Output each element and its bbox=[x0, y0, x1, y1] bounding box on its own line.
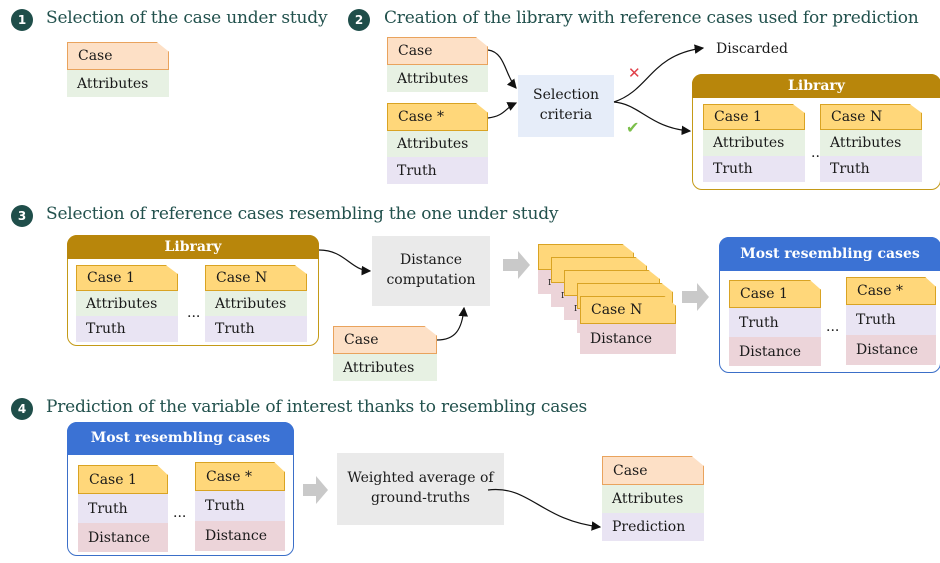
discarded-label: Discarded bbox=[716, 41, 788, 57]
library-header: Library bbox=[67, 235, 319, 259]
arrow-casestar-to-criteria bbox=[487, 102, 518, 119]
step-1-badge: 1 bbox=[11, 9, 33, 31]
selection-criteria-box: Selection criteria bbox=[518, 75, 614, 137]
cross-icon: ✕ bbox=[628, 64, 641, 82]
attributes-cell: Attributes bbox=[67, 70, 169, 97]
ellipsis: ... bbox=[173, 505, 187, 521]
case-1-tab: Case 1 bbox=[78, 465, 168, 494]
case-n-tab: Case N bbox=[580, 296, 676, 324]
case-n-tab: Case N bbox=[820, 104, 922, 130]
ellipsis: ... bbox=[826, 319, 840, 335]
step-4-badge: 4 bbox=[11, 398, 33, 420]
truth-cell: Truth bbox=[78, 494, 168, 523]
library-header: Library bbox=[692, 74, 940, 98]
step-1-title: Selection of the case under study bbox=[46, 8, 328, 28]
library-frame: Library bbox=[67, 235, 319, 346]
distance-cell: Distance bbox=[729, 337, 821, 366]
attributes-cell: Attributes bbox=[76, 291, 178, 316]
truth-cell: Truth bbox=[846, 305, 936, 335]
case-1-tab: Case 1 bbox=[729, 280, 821, 308]
most-resembling-frame: Most resembling cases bbox=[719, 237, 940, 373]
most-resembling-frame: Most resembling cases bbox=[67, 422, 294, 556]
truth-cell: Truth bbox=[205, 316, 307, 342]
case-tab: Case bbox=[67, 42, 169, 70]
arrow-to-discarded bbox=[613, 44, 705, 103]
distance-cell: Distance bbox=[846, 335, 936, 365]
case-tab: Case bbox=[602, 456, 704, 485]
arrow-average-to-prediction bbox=[487, 488, 602, 531]
step-2-badge: 2 bbox=[348, 9, 370, 31]
attributes-cell: Attributes bbox=[333, 354, 437, 381]
attributes-cell: Attributes bbox=[205, 291, 307, 316]
case-1-tab: Case 1 bbox=[76, 265, 178, 291]
distance-cell: Distance bbox=[195, 521, 285, 551]
case-star-tab: Case * bbox=[195, 462, 285, 491]
weighted-average-box: Weighted average of ground-truths bbox=[337, 453, 504, 525]
truth-cell: Truth bbox=[729, 308, 821, 337]
most-resembling-header: Most resembling cases bbox=[719, 237, 940, 271]
most-resembling-header: Most resembling cases bbox=[67, 422, 294, 455]
truth-cell: Truth bbox=[195, 491, 285, 521]
truth-cell: Truth bbox=[387, 157, 488, 184]
distance-cell: Distance bbox=[78, 523, 168, 552]
case-1-tab: Case 1 bbox=[703, 104, 805, 130]
check-icon: ✔ bbox=[626, 118, 640, 137]
ellipsis: ... bbox=[187, 305, 201, 321]
attributes-cell: Attributes bbox=[602, 485, 704, 513]
prediction-cell: Prediction bbox=[602, 513, 704, 541]
case-n-tab: Case N bbox=[205, 265, 307, 291]
step-4-title: Prediction of the variable of interest t… bbox=[46, 397, 588, 417]
attributes-cell: Attributes bbox=[820, 130, 922, 156]
arrow-to-library bbox=[613, 101, 692, 136]
attributes-cell: Attributes bbox=[703, 130, 805, 156]
distance-computation-box: Distance computation bbox=[372, 236, 490, 306]
arrow-library-to-distance bbox=[318, 249, 372, 276]
case-tab: Case bbox=[333, 326, 437, 354]
step-3-title: Selection of reference cases resembling … bbox=[46, 204, 559, 224]
block-arrow-icon bbox=[682, 283, 709, 311]
attributes-cell: Attributes bbox=[387, 131, 488, 157]
library-frame: Library bbox=[692, 74, 940, 190]
block-arrow-icon bbox=[303, 476, 328, 504]
case-star-tab: Case * bbox=[387, 103, 488, 131]
truth-cell: Truth bbox=[76, 316, 178, 342]
truth-cell: Truth bbox=[703, 156, 805, 182]
case-star-tab: Case * bbox=[846, 277, 936, 305]
case-tab: Case bbox=[387, 37, 488, 65]
distance-cell: Distance bbox=[580, 324, 676, 354]
truth-cell: Truth bbox=[820, 156, 922, 182]
step-2-title: Creation of the library with reference c… bbox=[384, 8, 919, 28]
arrow-case-to-criteria bbox=[487, 49, 517, 89]
step-3-badge: 3 bbox=[11, 205, 33, 227]
attributes-cell: Attributes bbox=[387, 65, 488, 92]
block-arrow-icon bbox=[503, 251, 530, 279]
arrow-case-to-distance bbox=[436, 306, 469, 341]
